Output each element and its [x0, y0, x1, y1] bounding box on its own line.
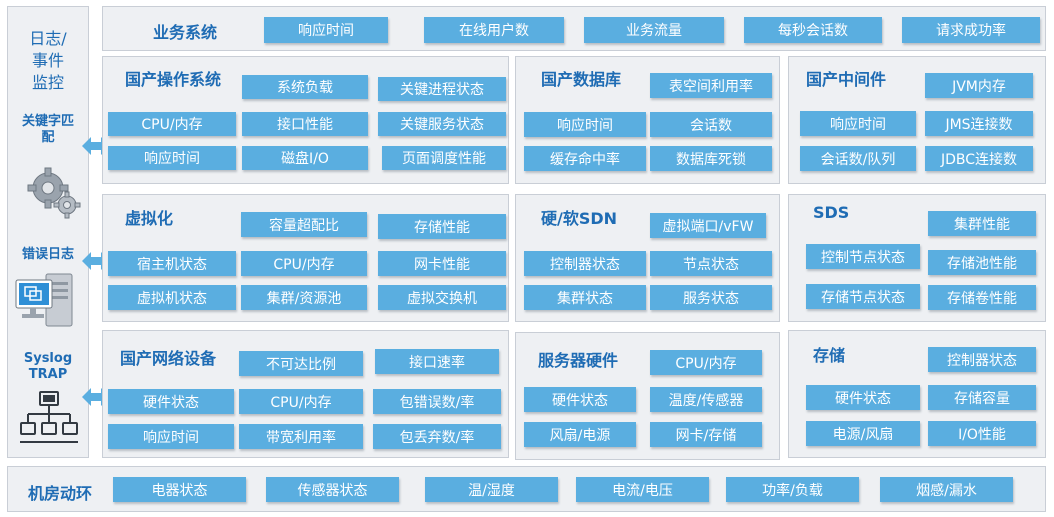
storage-tag: 硬件状态 — [806, 385, 920, 410]
sdn-tag: 控制器状态 — [524, 251, 646, 276]
room-tag: 功率/负载 — [726, 477, 859, 502]
net-tag: 不可达比例 — [239, 351, 363, 376]
net-tag: 硬件状态 — [108, 389, 234, 414]
storage-tag: 电源/风扇 — [806, 421, 920, 446]
net-title: 国产网络设备 — [120, 349, 217, 368]
room-title: 机房动环 — [28, 484, 93, 503]
storage-title: 存储 — [813, 346, 846, 365]
virt-tag: 集群/资源池 — [241, 285, 367, 310]
hw-tag: 网卡/存储 — [650, 422, 762, 447]
storage-tag: 存储容量 — [928, 385, 1036, 410]
os-tag: CPU/内存 — [108, 112, 236, 136]
os-tag: 接口性能 — [242, 112, 368, 136]
virt-tag: 虚拟交换机 — [378, 285, 506, 310]
mw-tag: JDBC连接数 — [925, 146, 1033, 171]
db-tag: 缓存命中率 — [524, 146, 646, 171]
db-tag: 响应时间 — [524, 112, 646, 137]
error-log-label: 错误日志 — [21, 247, 74, 262]
room-tag: 传感器状态 — [266, 477, 399, 502]
os-tag: 系统负载 — [242, 75, 368, 99]
net-tag: 响应时间 — [108, 424, 234, 449]
virt-title: 虚拟化 — [125, 209, 174, 228]
virt-tag: 网卡性能 — [378, 251, 506, 276]
mw-tag: 响应时间 — [800, 111, 916, 136]
sidebar-panel — [7, 6, 89, 458]
virt-tag: 存储性能 — [378, 214, 506, 239]
sds-tag: 存储节点状态 — [806, 284, 920, 309]
sdn-tag: 虚拟端口/vFW — [650, 213, 766, 238]
os-tag: 关键进程状态 — [378, 77, 506, 101]
sidebar-title: 日志/ 事件 监控 — [29, 29, 67, 92]
sds-tag: 控制节点状态 — [806, 244, 920, 269]
mw-tag: JVM内存 — [925, 73, 1033, 98]
room-tag: 温/湿度 — [425, 477, 558, 502]
room-tag: 烟感/漏水 — [880, 477, 1013, 502]
storage-tag: 控制器状态 — [928, 347, 1036, 372]
room-tag: 电流/电压 — [576, 477, 709, 502]
os-tag: 磁盘I/O — [242, 146, 368, 170]
net-tag: 接口速率 — [375, 349, 499, 374]
hw-title: 服务器硬件 — [538, 351, 619, 370]
business-tag: 响应时间 — [264, 17, 388, 43]
server-monitor-icon — [15, 273, 73, 327]
virt-tag: 宿主机状态 — [108, 251, 236, 276]
os-tag: 响应时间 — [108, 146, 236, 170]
net-tag: 包错误数/率 — [373, 389, 501, 414]
db-tag: 表空间利用率 — [650, 73, 772, 98]
business-tag: 业务流量 — [584, 17, 724, 43]
room-tag: 电器状态 — [113, 477, 246, 502]
gears-icon — [27, 167, 81, 219]
net-tag: CPU/内存 — [239, 389, 363, 414]
keyword-match-label: 关键字匹 配 — [21, 114, 74, 145]
db-title: 国产数据库 — [541, 70, 622, 89]
sdn-tag: 集群状态 — [524, 285, 646, 310]
sdn-tag: 节点状态 — [650, 251, 772, 276]
sds-tag: 存储卷性能 — [928, 285, 1036, 310]
business-tag: 请求成功率 — [902, 17, 1040, 43]
hw-tag: 硬件状态 — [524, 387, 636, 412]
virt-tag: CPU/内存 — [241, 251, 367, 276]
net-tag: 包丢弃数/率 — [373, 424, 501, 449]
storage-tag: I/O性能 — [928, 421, 1036, 446]
hw-tag: 温度/传感器 — [650, 387, 762, 412]
os-title: 国产操作系统 — [125, 70, 222, 89]
db-tag: 数据库死锁 — [650, 146, 772, 171]
sdn-title: 硬/软SDN — [541, 209, 618, 228]
sds-title: SDS — [813, 203, 850, 222]
net-tag: 带宽利用率 — [239, 424, 363, 449]
os-tag: 关键服务状态 — [378, 112, 506, 136]
network-topology-icon — [20, 391, 78, 443]
mw-tag: JMS连接数 — [925, 111, 1033, 136]
syslog-trap-label: Syslog TRAP — [23, 351, 73, 382]
mw-tag: 会话数/队列 — [800, 146, 916, 171]
business-tag: 在线用户数 — [424, 17, 564, 43]
virt-tag: 虚拟机状态 — [108, 285, 236, 310]
db-tag: 会话数 — [650, 112, 772, 137]
business-title: 业务系统 — [153, 23, 218, 42]
os-tag: 页面调度性能 — [382, 146, 506, 170]
sdn-tag: 服务状态 — [650, 285, 772, 310]
mw-title: 国产中间件 — [806, 70, 887, 89]
virt-tag: 容量超配比 — [241, 212, 367, 237]
sds-tag: 存储池性能 — [928, 250, 1036, 275]
business-panel — [102, 6, 1046, 51]
business-tag: 每秒会话数 — [744, 17, 882, 43]
hw-tag: CPU/内存 — [650, 350, 762, 375]
hw-tag: 风扇/电源 — [524, 422, 636, 447]
sds-tag: 集群性能 — [928, 211, 1036, 236]
